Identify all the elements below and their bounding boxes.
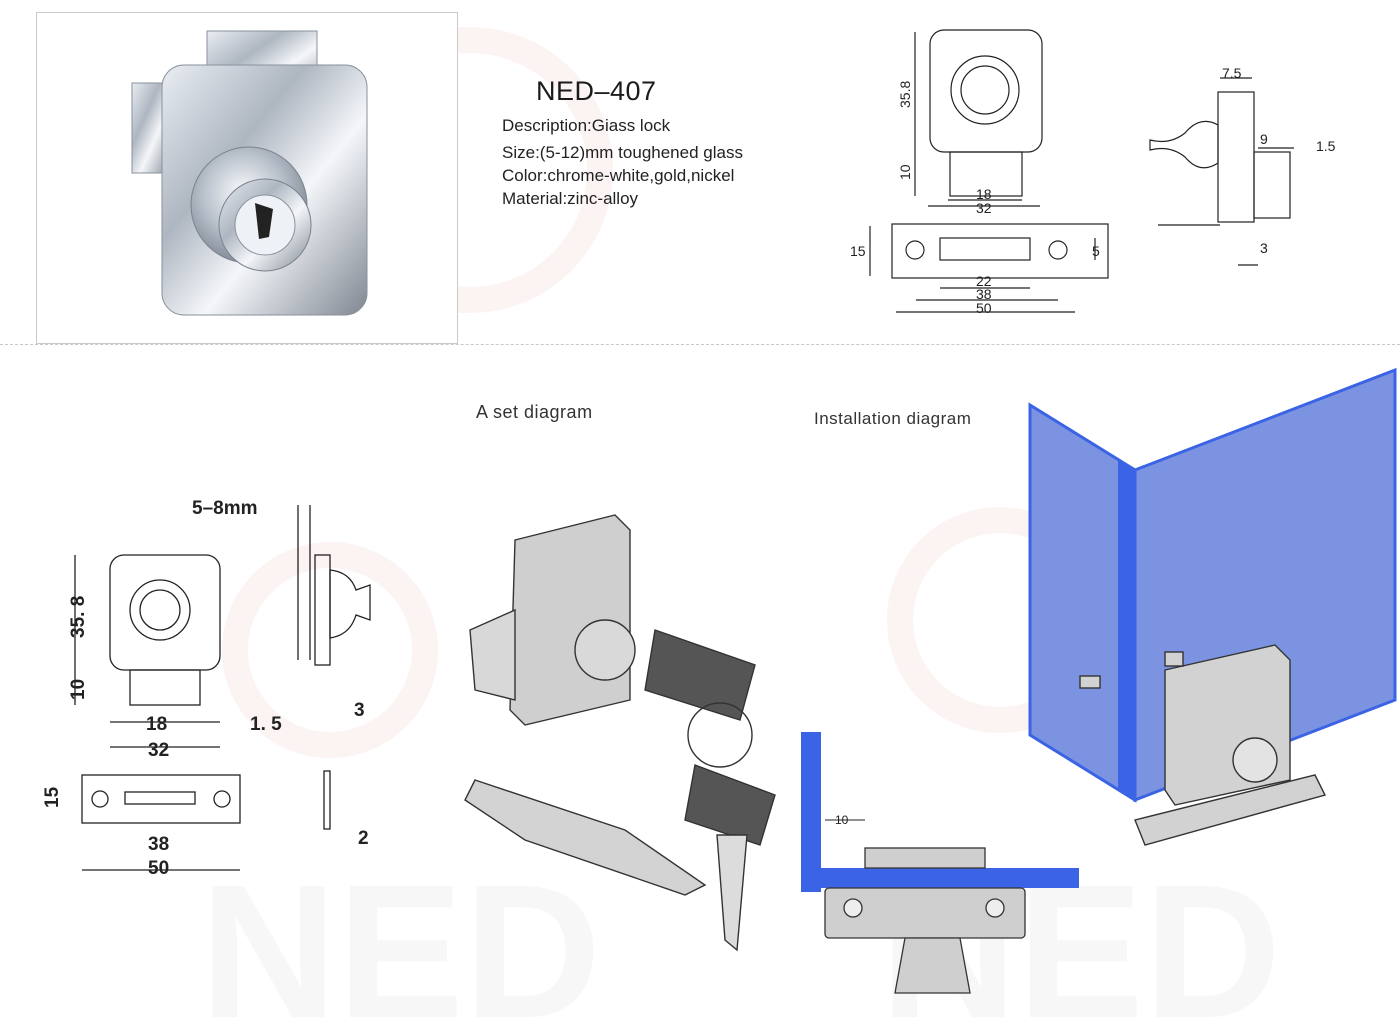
key-2 [684,764,776,846]
dim-22-top: 22 [976,273,992,289]
bottom-dimension-drawing: 5–8mm 35. 8 10 18 32 1. 5 3 15 38 50 2 [42,498,371,879]
dim-10-install: 10 [835,813,849,827]
model-number: NED–407 [536,76,657,106]
dim-height-top: 35.8 [897,81,913,108]
dim-base-top: 10 [897,164,913,180]
key-1 [644,629,756,721]
installed-strike-plate [1134,774,1327,846]
dim-18-top: 18 [976,186,992,202]
lock-body [509,514,631,726]
dim-3-bottom: 3 [354,700,365,721]
section-divider [0,344,1400,345]
product-photo-frame [36,12,458,344]
dim-1-5-top: 1.5 [1316,138,1336,154]
spec-material: Material:zinc-alloy [502,189,639,208]
dim-plate-t-top: 5 [1092,243,1100,259]
dim-plate-h-top: 15 [850,243,866,259]
dim-3-top: 3 [1260,240,1268,256]
dim-base-bottom: 10 [68,679,89,700]
glass-lock-photo [131,30,368,316]
installation-cross-section: 10 [801,732,1079,994]
spec-description: Description:Giass lock [502,116,671,135]
glass-panel-vertical [801,732,821,892]
installation-glass-corner [1028,367,1397,846]
spec-size: Size:(5-12)mm toughened glass [502,143,743,162]
set-diagram-title: A set diagram [476,402,593,422]
dim-18-bottom: 18 [146,714,167,735]
installed-lock-body [1164,644,1291,806]
dim-50-top: 50 [976,300,992,316]
set-diagram-illustration [464,514,776,952]
front-view-body [929,29,1043,153]
dim-38-bottom: 38 [148,834,169,855]
dim-32-bottom: 32 [148,740,169,761]
dim-7-5: 7.5 [1222,65,1242,81]
installation-diagram-title: Installation diagram [814,409,972,428]
dim-2-bottom: 2 [358,828,369,849]
dim-9: 9 [1260,131,1268,147]
dim-50-bottom: 50 [148,858,169,879]
glass-panel-horizontal [821,868,1079,888]
dim-38-top: 38 [976,286,992,302]
strike-plate [464,779,707,896]
dim-height-bottom: 35. 8 [68,596,89,638]
watermark-text: NED [200,846,601,1017]
spec-color: Color:chrome-white,gold,nickel [502,166,735,185]
dim-1-5-bottom: 1. 5 [250,714,282,735]
dim-32-top: 32 [976,200,992,216]
top-dimension-drawing: 35.8 10 18 32 15 5 22 38 50 7.5 9 1.5 3 [850,29,1336,316]
dim-glass: 5–8mm [192,498,258,519]
dim-plate-h-bottom: 15 [42,786,63,808]
strike-plate-view [891,223,1109,279]
